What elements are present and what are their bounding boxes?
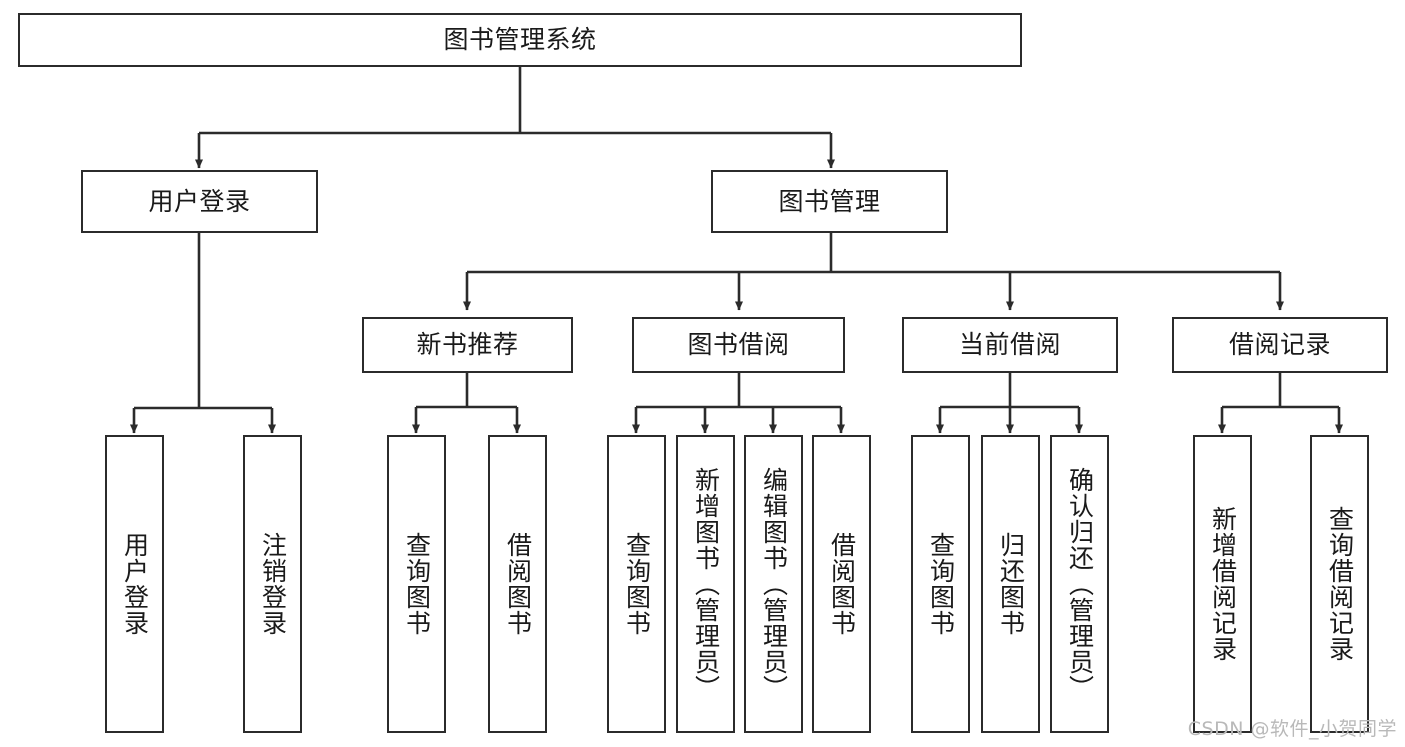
node-book-management[interactable]: 图书管理 [711, 170, 948, 233]
node-borrow-record[interactable]: 借阅记录 [1172, 317, 1388, 373]
leaf-label: 归还图书 [996, 532, 1026, 636]
leaf-recommend-borrow-book[interactable]: 借阅图书 [488, 435, 547, 733]
leaf-label: 借阅图书 [827, 532, 857, 636]
node-current-borrow[interactable]: 当前借阅 [902, 317, 1118, 373]
leaf-label: 查询图书 [622, 532, 652, 636]
csdn-watermark: CSDN @软件_小贺同学 [1187, 718, 1397, 740]
leaf-borrow-borrow-book[interactable]: 借阅图书 [812, 435, 871, 733]
leaf-label: 查询图书 [402, 532, 432, 636]
leaf-recommend-query-book[interactable]: 查询图书 [387, 435, 446, 733]
leaf-label: 编辑图书（管理员） [759, 467, 789, 701]
node-user-login[interactable]: 用户登录 [81, 170, 318, 233]
leaf-user-login-logout[interactable]: 注销登录 [243, 435, 302, 733]
leaf-current-confirm-return-admin[interactable]: 确认归还（管理员） [1050, 435, 1109, 733]
leaf-label: 用户登录 [120, 532, 150, 636]
leaf-label: 查询图书 [926, 532, 956, 636]
leaf-label: 注销登录 [258, 532, 288, 636]
leaf-label: 确认归还（管理员） [1065, 467, 1095, 701]
leaf-borrow-edit-book-admin[interactable]: 编辑图书（管理员） [744, 435, 803, 733]
node-new-book-recommend[interactable]: 新书推荐 [362, 317, 573, 373]
leaf-record-query-record[interactable]: 查询借阅记录 [1310, 435, 1369, 733]
node-book-borrow[interactable]: 图书借阅 [632, 317, 845, 373]
leaf-current-query-book[interactable]: 查询图书 [911, 435, 970, 733]
leaf-borrow-query-book[interactable]: 查询图书 [607, 435, 666, 733]
leaf-record-add-record[interactable]: 新增借阅记录 [1193, 435, 1252, 733]
leaf-current-return-book[interactable]: 归还图书 [981, 435, 1040, 733]
node-root-system[interactable]: 图书管理系统 [18, 13, 1022, 67]
leaf-user-login-login[interactable]: 用户登录 [105, 435, 164, 733]
leaf-label: 查询借阅记录 [1325, 506, 1355, 662]
leaf-label: 借阅图书 [503, 532, 533, 636]
leaf-label: 新增图书（管理员） [691, 467, 721, 701]
leaf-borrow-add-book-admin[interactable]: 新增图书（管理员） [676, 435, 735, 733]
leaf-label: 新增借阅记录 [1208, 506, 1238, 662]
